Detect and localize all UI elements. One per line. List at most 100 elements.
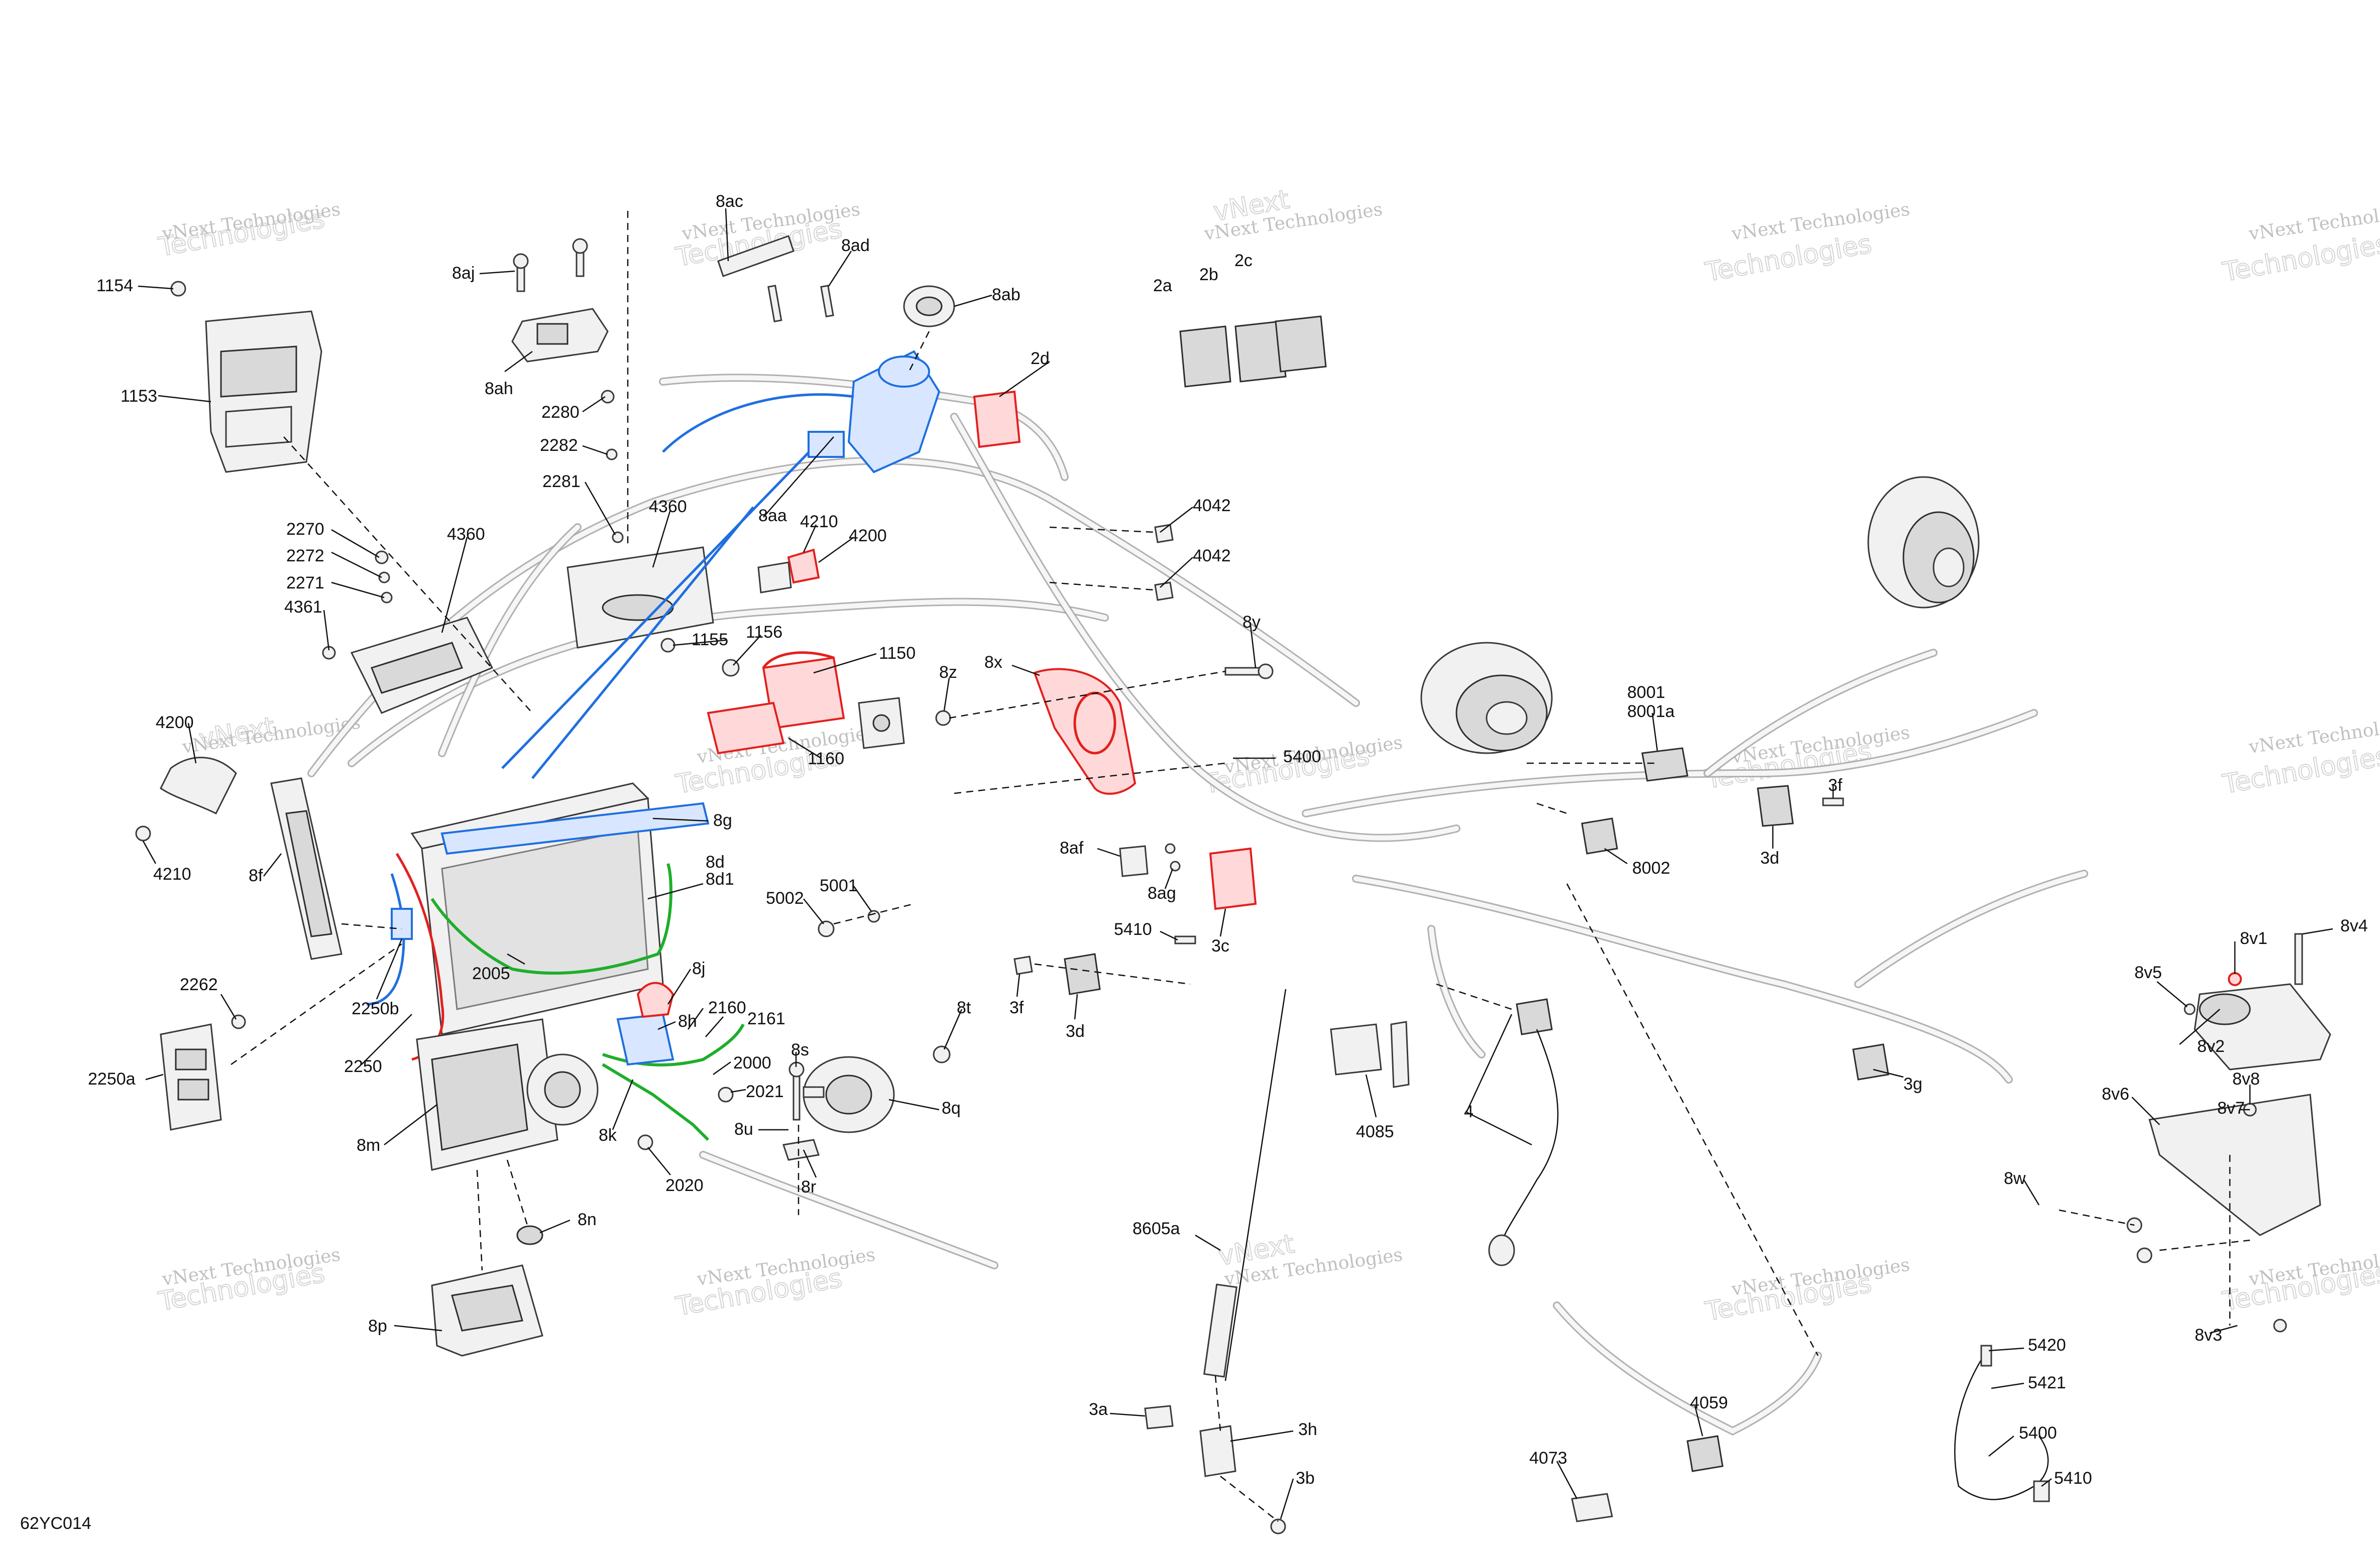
part-8h-fuse-holder <box>616 982 674 1066</box>
callout-2d: 2d <box>1031 349 1050 368</box>
callout-8v1: 8v1 <box>2240 929 2268 948</box>
part-8ad-bolts <box>767 285 834 322</box>
part-8f-strap <box>270 777 343 960</box>
part-2250a-relay-block <box>160 1023 222 1131</box>
callout-2160: 2160 <box>708 998 746 1017</box>
part-4059-connector <box>1686 1435 1724 1472</box>
part-3c-red-connector <box>1209 847 1257 910</box>
part-2020-nut <box>637 1134 653 1150</box>
callout-2272: 2272 <box>286 546 324 565</box>
part-8001-connector <box>1641 747 1688 782</box>
callout-2281: 2281 <box>542 472 581 491</box>
part-2d-red-switch <box>973 390 1021 448</box>
part-8aa-ignition-blue <box>501 350 941 779</box>
callout-8s: 8s <box>791 1040 809 1059</box>
part-4085-bracket <box>1330 1021 1410 1088</box>
part-1150-red-module <box>707 651 845 755</box>
callout-8v7: 8v7 <box>2217 1099 2245 1118</box>
callout-5410-bottom: 5410 <box>2054 1469 2092 1488</box>
part-4360-module-right <box>566 546 714 649</box>
callout-8v8: 8v8 <box>2232 1070 2260 1089</box>
callout-8605a: 8605a <box>1132 1219 1180 1238</box>
callout-5001: 5001 <box>820 876 858 895</box>
callout-8x: 8x <box>984 653 1002 672</box>
callout-4200-top: 4200 <box>849 526 887 545</box>
callout-3c: 3c <box>1211 936 1229 956</box>
part-5410-sensor <box>1174 935 1196 944</box>
callout-8z: 8z <box>939 663 957 682</box>
callout-2005: 2005 <box>472 964 510 983</box>
callout-8d: 8d <box>706 853 725 872</box>
callout-8p: 8p <box>368 1317 387 1336</box>
callout-2c: 2c <box>1234 251 1253 270</box>
callout-4210-left: 4210 <box>153 865 191 884</box>
part-8s-bolt <box>788 1061 805 1121</box>
callout-8n: 8n <box>578 1210 597 1229</box>
callout-2250b: 2250b <box>352 999 399 1018</box>
part-4073-clip <box>1571 1493 1613 1522</box>
callout-8ag: 8ag <box>1148 884 1176 903</box>
part-3h-bracket <box>1199 1425 1236 1477</box>
part-8aj-bolt-1 <box>513 253 529 292</box>
callout-1156: 1156 <box>746 623 782 642</box>
callout-8q: 8q <box>942 1099 961 1118</box>
callout-8y: 8y <box>1242 613 1261 632</box>
callout-4200-left: 4200 <box>156 713 194 732</box>
part-1153-bracket <box>205 310 322 473</box>
part-3g-connector <box>1852 1043 1889 1081</box>
callout-1155: 1155 <box>692 630 728 649</box>
callout-8002: 8002 <box>1632 859 1670 878</box>
callout-2262: 2262 <box>180 975 218 994</box>
callout-8h: 8h <box>678 1012 697 1031</box>
callout-8d1: 8d1 <box>706 870 734 889</box>
callout-3f-mid: 3f <box>1009 998 1024 1017</box>
part-8y-bolt <box>1224 663 1274 679</box>
callout-8aj: 8aj <box>452 264 475 283</box>
part-3d-connector-top <box>1757 785 1794 827</box>
callout-2161: 2161 <box>747 1009 785 1028</box>
part-5001-5002-nuts <box>818 910 880 937</box>
callout-5002: 5002 <box>766 889 804 908</box>
part-4-sensor <box>1488 998 1559 1266</box>
callout-8001: 8001 <box>1627 683 1665 702</box>
callout-labels: 1154 1153 8aj 8ah 8ac 8ad 8ab 2a 2b 2c 2… <box>88 192 2368 1488</box>
callout-4073: 4073 <box>1529 1449 1567 1468</box>
callout-4360-right: 4360 <box>649 497 687 516</box>
callout-8v3: 8v3 <box>2195 1326 2222 1345</box>
part-8af-8ag-clip <box>1119 843 1181 877</box>
part-3a-clip <box>1144 1405 1174 1430</box>
callout-2a: 2a <box>1153 276 1172 295</box>
callout-1150: 1150 <box>879 644 916 663</box>
callout-8r: 8r <box>801 1177 816 1197</box>
part-3f-3d-connector-mid <box>1013 953 1101 995</box>
callout-2b: 2b <box>1199 265 1218 284</box>
part-2262-screw <box>231 1014 246 1029</box>
callout-2270: 2270 <box>286 520 324 539</box>
part-speaker-left <box>1420 642 1553 754</box>
part-8ah-sensor <box>511 308 609 363</box>
callout-2021: 2021 <box>746 1082 784 1101</box>
callout-8001a: 8001a <box>1627 702 1675 721</box>
part-4042-clips <box>1154 524 1174 601</box>
assembly-dashed-lines <box>231 211 2250 1522</box>
callout-8ah: 8ah <box>485 379 513 398</box>
part-8605a-antenna <box>1203 989 1287 1381</box>
part-1160-pad <box>858 697 905 749</box>
callout-2000: 2000 <box>733 1053 771 1073</box>
callout-5400-top: 5400 <box>1283 747 1321 766</box>
part-4200-4210-red-connector <box>757 548 820 594</box>
part-8aj-bolt-2 <box>572 238 588 277</box>
svg-text:Technologies: Technologies <box>2220 229 2380 288</box>
callout-4210-top: 4210 <box>800 512 838 531</box>
callout-1160: 1160 <box>808 749 844 768</box>
callout-8v6: 8v6 <box>2102 1085 2129 1104</box>
